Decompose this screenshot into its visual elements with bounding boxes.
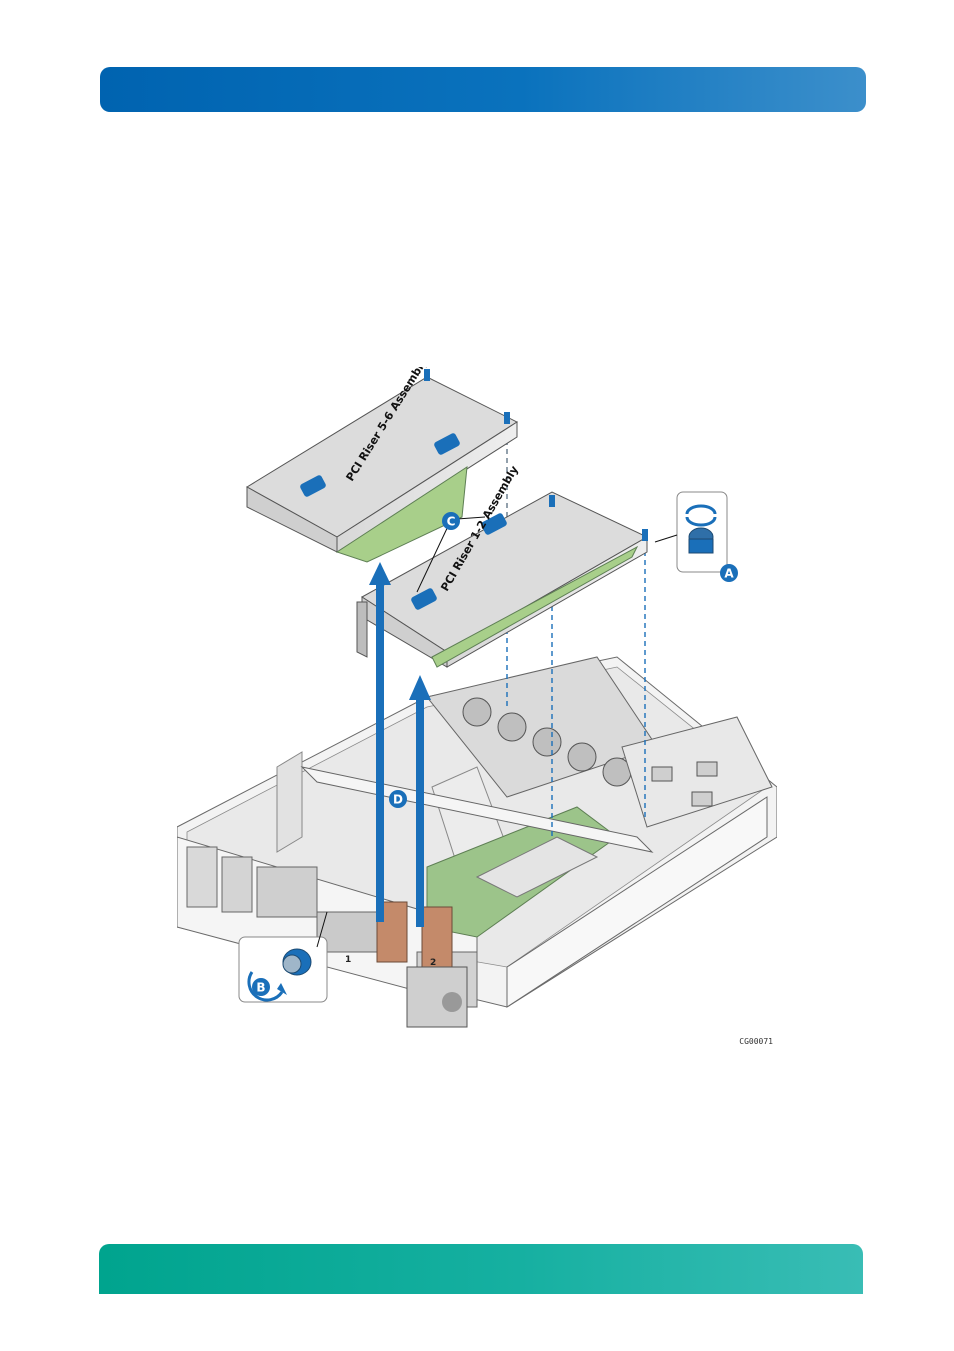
slot-label-1: 1: [345, 955, 351, 965]
callout-a-label: A: [724, 567, 734, 581]
callout-b: B: [252, 978, 270, 996]
inset-a-thumbscrew: [654, 491, 728, 573]
footer-bar: [99, 1244, 863, 1294]
lift-arrows: [369, 562, 431, 927]
callout-a: A: [720, 564, 738, 582]
slot-label-2: 2: [430, 958, 436, 968]
callout-c-label: C: [447, 515, 456, 529]
figure-code: CG00071: [739, 1037, 773, 1046]
figure-illustration: PCI Riser 5-6 Assembly PCI Riser 1-2 Ass…: [177, 367, 777, 1046]
callout-d-label: D: [393, 793, 403, 807]
callout-b-label: B: [256, 981, 265, 995]
callout-d: D: [389, 790, 407, 808]
riser-removal-figure: PCI Riser 5-6 Assembly PCI Riser 1-2 Ass…: [177, 367, 777, 1049]
callout-c: C: [442, 512, 460, 530]
header-bar: [100, 67, 866, 112]
